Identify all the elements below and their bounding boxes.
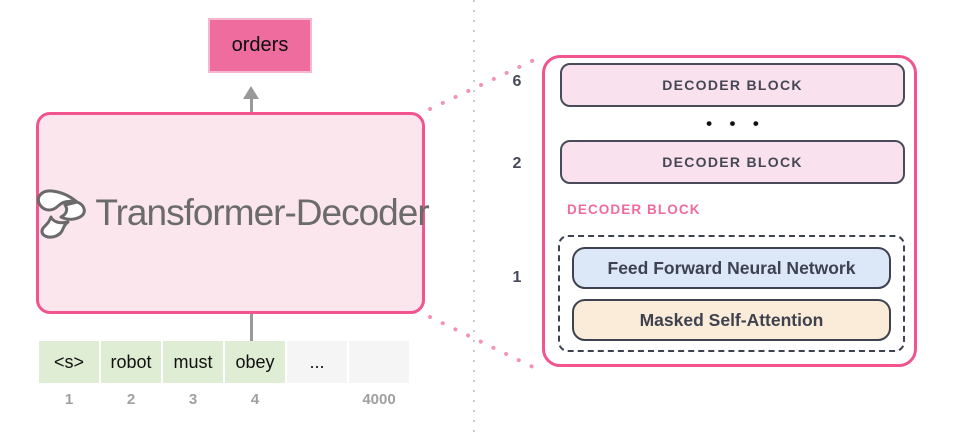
decoder-block-top: DECODER BLOCK (560, 63, 905, 107)
transformer-logo-icon (37, 189, 87, 239)
zoom-connector-bottom (428, 315, 537, 370)
token-index-row: 1 2 3 4 4000 (39, 391, 409, 408)
decoder-block-detail-title: DECODER BLOCK (567, 202, 701, 217)
up-arrow-head-icon (243, 86, 259, 99)
decoder-block-mid: DECODER BLOCK (560, 140, 905, 184)
token-cell-ellipsis: ... (287, 341, 347, 383)
decoder-block-detail-outline (558, 235, 905, 352)
layer-number-6: 6 (512, 73, 522, 90)
layer-number-1: 1 (512, 269, 522, 286)
masked-self-attention-box: Masked Self-Attention (572, 299, 891, 341)
token-index: 1 (64, 391, 74, 408)
model-title: Transformer-Decoder (95, 192, 429, 233)
token-cell: <s> (39, 341, 99, 383)
token-cell: obey (225, 341, 285, 383)
token-cell-empty (349, 341, 409, 383)
stack-ellipsis: • • • (706, 114, 766, 133)
token-cell: robot (101, 341, 161, 383)
input-connector-line (250, 314, 253, 341)
up-arrow-shaft (250, 98, 253, 113)
token-cell: must (163, 341, 223, 383)
token-index: 2 (126, 391, 136, 408)
output-box: orders (208, 18, 312, 73)
layer-number-2: 2 (512, 155, 522, 172)
feed-forward-box: Feed Forward Neural Network (572, 247, 891, 289)
transformer-decoder-box: Transformer-Decoder (36, 112, 430, 314)
divider-dotted-line (473, 0, 475, 433)
token-index: 4 (250, 391, 260, 408)
token-index: 3 (188, 391, 198, 408)
input-token-row: <s> robot must obey ... (39, 341, 409, 383)
token-index: 4000 (362, 391, 396, 408)
token-index (287, 391, 347, 408)
